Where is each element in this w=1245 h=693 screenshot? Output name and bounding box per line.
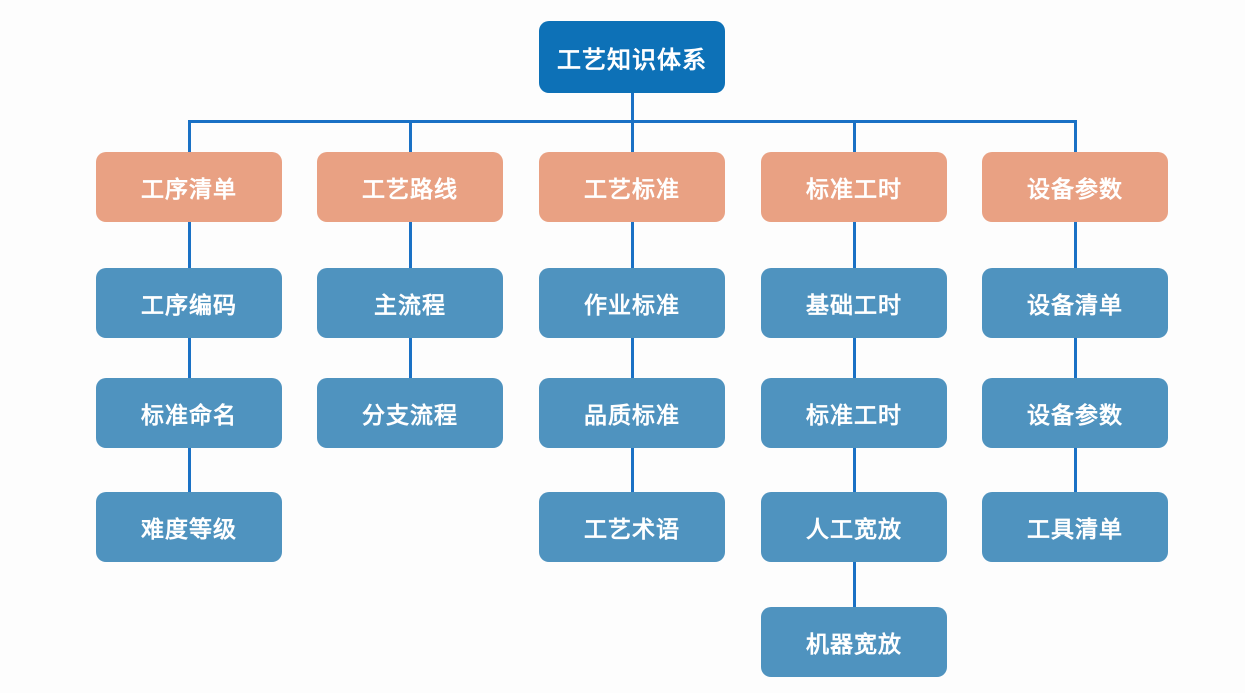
node-child-manual-allowance: 人工宽放 [761,492,947,562]
node-branch-process-list: 工序清单 [96,152,282,222]
node-child-quality-standard: 品质标准 [539,378,725,448]
node-child-equipment-list: 设备清单 [982,268,1168,338]
node-child-operation-standard: 作业标准 [539,268,725,338]
node-child-equipment-params: 设备参数 [982,378,1168,448]
node-child-branch-flow: 分支流程 [317,378,503,448]
node-child-machine-allowance: 机器宽放 [761,607,947,677]
connector-root-stem [631,92,634,122]
connector-column-4 [853,120,856,612]
node-child-difficulty-level: 难度等级 [96,492,282,562]
node-child-process-code: 工序编码 [96,268,282,338]
node-child-process-terms: 工艺术语 [539,492,725,562]
node-branch-equipment-params: 设备参数 [982,152,1168,222]
node-child-basic-hours: 基础工时 [761,268,947,338]
node-branch-process-standard: 工艺标准 [539,152,725,222]
node-child-standard-hours: 标准工时 [761,378,947,448]
node-root: 工艺知识体系 [539,21,725,93]
node-branch-process-route: 工艺路线 [317,152,503,222]
node-branch-standard-hours: 标准工时 [761,152,947,222]
node-child-tool-list: 工具清单 [982,492,1168,562]
node-child-main-flow: 主流程 [317,268,503,338]
connector-column-2 [409,120,412,384]
node-child-standard-naming: 标准命名 [96,378,282,448]
